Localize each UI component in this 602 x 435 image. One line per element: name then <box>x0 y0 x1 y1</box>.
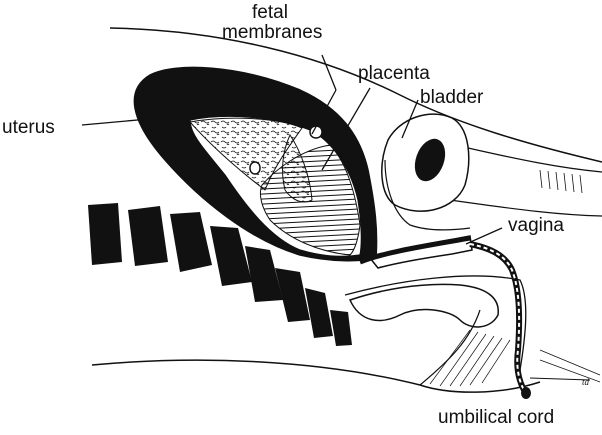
membrane-fold-left <box>250 162 260 174</box>
buttock-contour <box>92 360 540 392</box>
label-fetal: fetal <box>252 3 288 23</box>
abdominal-wall <box>450 145 602 216</box>
leader-vagina <box>466 228 502 244</box>
vertebra-2 <box>128 206 168 266</box>
abdominal-hatching <box>540 170 582 193</box>
vertebra-3 <box>170 212 212 272</box>
cord-end <box>521 387 531 399</box>
label-uterus: uterus <box>2 118 55 138</box>
skin-line <box>530 378 590 380</box>
vertebra-4 <box>210 226 252 286</box>
label-bladder: bladder <box>420 88 483 108</box>
label-placenta: placenta <box>358 64 430 84</box>
leader-fetal-membranes <box>322 55 336 90</box>
artist-signature: td <box>582 372 589 392</box>
vertebra-1 <box>88 203 122 265</box>
label-membranes: membranes <box>222 23 322 43</box>
vertebra-8 <box>330 310 352 346</box>
vertebra-7 <box>305 288 333 338</box>
label-vagina: vagina <box>508 216 564 236</box>
label-umbilical-cord: umbilical cord <box>438 408 554 428</box>
